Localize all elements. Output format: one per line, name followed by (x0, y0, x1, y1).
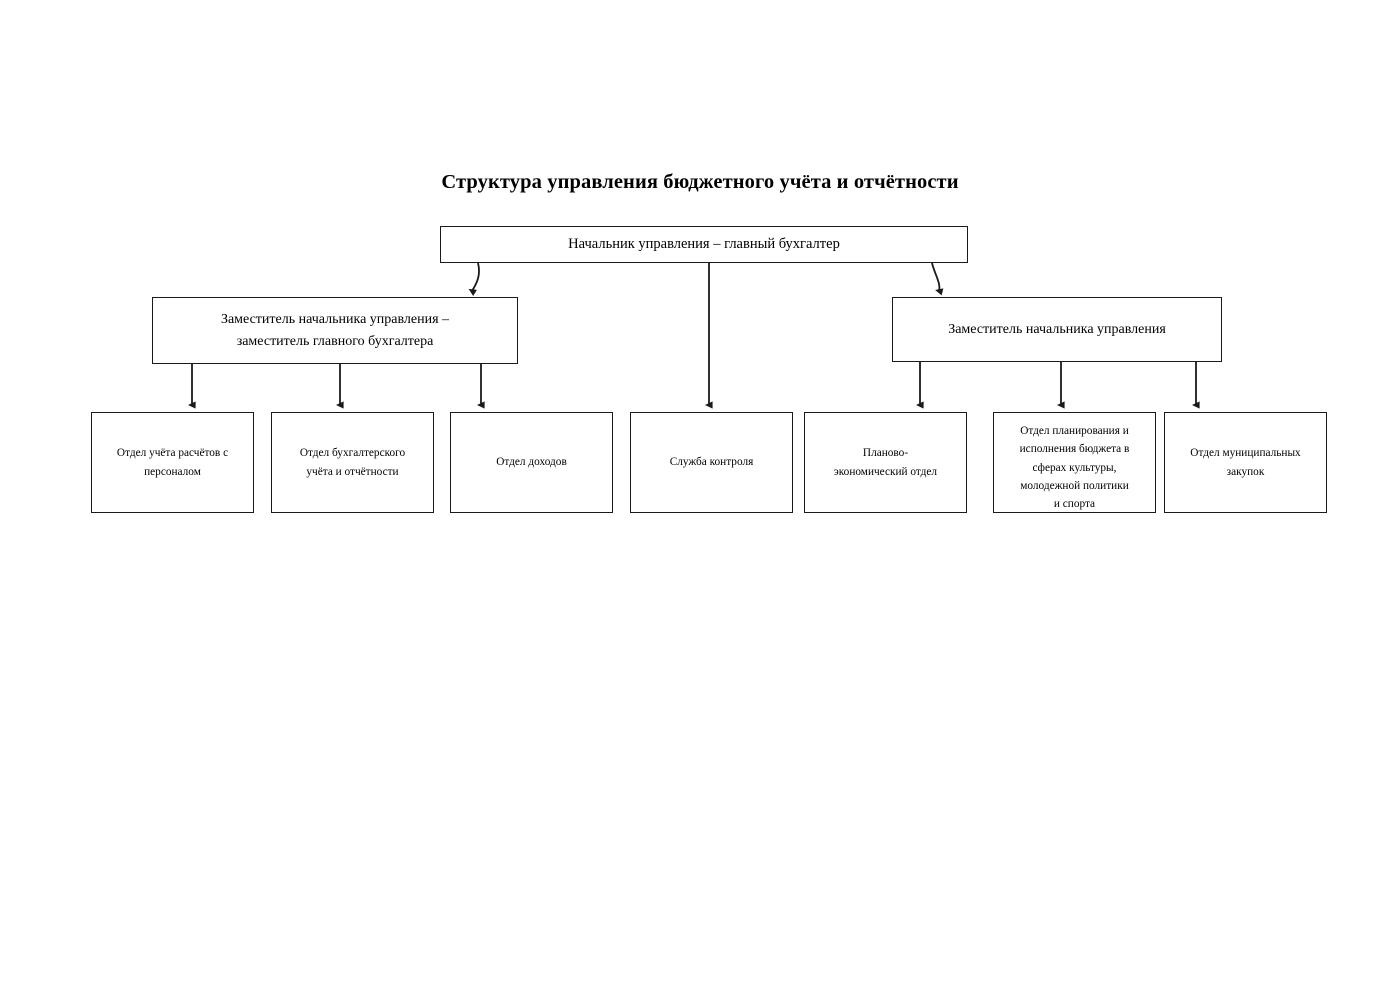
edge-head-to-deputy-head (931, 262, 944, 296)
node-line-2: исполнения бюджета в (1019, 443, 1130, 456)
node-head-label: Начальник управления – главный бухгалтер (568, 236, 840, 253)
node-line-2: заместитель главного бухгалтера (236, 333, 434, 349)
node-deputy-head[interactable]: Заместитель начальника управления (892, 297, 1222, 362)
node-line-1: Отдел планирования и (1020, 425, 1129, 437)
node-deputy-chief-accountant-label: Заместитель начальника управления – замес… (153, 309, 517, 352)
node-dept-payroll-label: Отдел учёта расчётов с персоналом (92, 444, 253, 481)
node-line-2: персоналом (144, 465, 201, 478)
node-line-1: Заместитель начальника управления – (220, 311, 450, 327)
node-dept-culture-budget[interactable]: Отдел планирования и исполнения бюджета в… (993, 412, 1156, 513)
node-line-2: учёта и отчётности (306, 465, 399, 478)
node-dept-accounting[interactable]: Отдел бухгалтерского учёта и отчётности (271, 412, 434, 513)
node-line-4: молодежной политики (1020, 479, 1129, 492)
node-line-5: и спорта (1053, 498, 1096, 511)
node-dept-planning-economic-label: Планово-экономический отдел (805, 444, 966, 481)
node-line-1: Планово- (862, 447, 909, 460)
node-dept-procurement-label: Отдел муниципальных закупок (1165, 444, 1326, 481)
page-title: Структура управления бюджетного учёта и … (441, 171, 959, 193)
node-line-2: экономический отдел (833, 465, 938, 478)
node-dept-payroll[interactable]: Отдел учёта расчётов с персоналом (91, 412, 254, 513)
node-deputy-head-label: Заместитель начальника управления (948, 321, 1166, 337)
node-deputy-chief-accountant[interactable]: Заместитель начальника управления – замес… (152, 297, 518, 364)
node-dept-accounting-label: Отдел бухгалтерского учёта и отчётности (272, 444, 433, 481)
node-dept-control-label: Служба контроля (669, 456, 754, 469)
node-head[interactable]: Начальник управления – главный бухгалтер (440, 226, 968, 263)
node-dept-revenue[interactable]: Отдел доходов (450, 412, 613, 513)
node-dept-procurement[interactable]: Отдел муниципальных закупок (1164, 412, 1327, 513)
node-line-1: Отдел бухгалтерского (299, 447, 406, 460)
node-line-1: Отдел муниципальных (1190, 447, 1301, 460)
node-line-1: Отдел учёта расчётов с (116, 447, 229, 460)
node-dept-revenue-label: Отдел доходов (496, 456, 567, 469)
node-dept-culture-budget-label: Отдел планирования и исполнения бюджета в… (994, 413, 1155, 513)
edge-head-to-deputy-chief-accountant (468, 262, 480, 296)
node-dept-control[interactable]: Служба контроля (630, 412, 793, 513)
node-line-2: закупок (1226, 465, 1265, 478)
node-dept-planning-economic[interactable]: Планово-экономический отдел (804, 412, 967, 513)
node-line-3: сферах культуры, (1032, 461, 1117, 474)
